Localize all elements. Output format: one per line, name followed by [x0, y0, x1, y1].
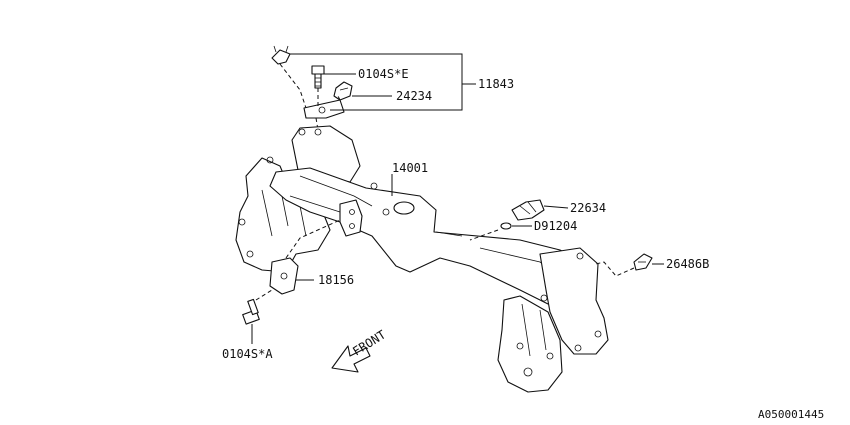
label-11843: 11843	[478, 77, 514, 91]
gasket-D91204	[469, 222, 532, 241]
label-24234: 24234	[396, 89, 432, 103]
reference-code: A050001445	[758, 408, 824, 421]
bracket-18156	[269, 219, 341, 295]
front-arrow	[331, 345, 371, 373]
label-0104S-E: 0104S*E	[358, 67, 409, 81]
label-26486B: 26486B	[666, 257, 709, 271]
label-14001: 14001	[392, 161, 428, 175]
label-18156: 18156	[318, 273, 354, 287]
sensor-26486B	[595, 253, 664, 277]
label-D91204: D91204	[534, 219, 577, 233]
bracket-assembly-11843	[271, 45, 476, 131]
label-0104S-A: 0104S*A	[222, 347, 273, 361]
sensor-22634	[511, 199, 569, 221]
label-22634: 22634	[570, 201, 606, 215]
bolt-0104S-A	[242, 289, 273, 344]
intake-manifold-14001	[235, 125, 609, 393]
